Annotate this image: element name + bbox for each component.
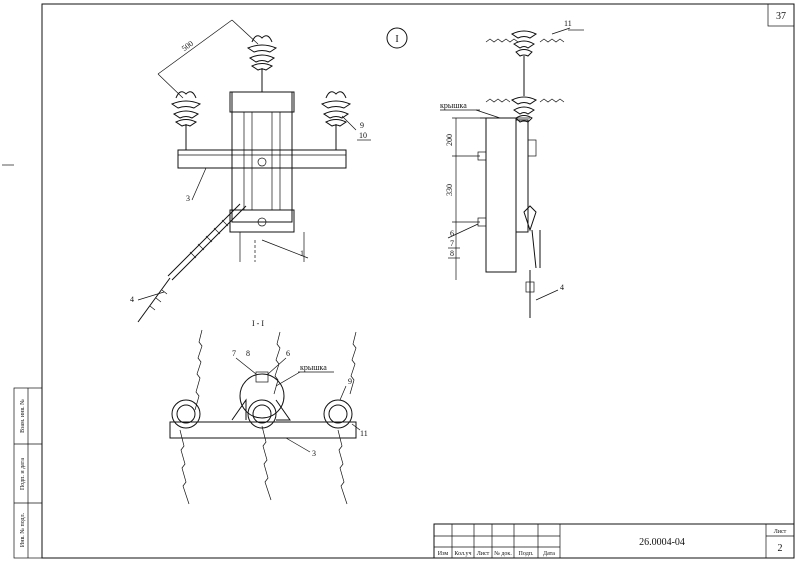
label-section-cap: крышка: [300, 363, 327, 372]
section-view: I - I 7 8 6 крышка 9 11 3: [169, 319, 368, 505]
side-stamp-label-sign: Подп. и дата: [20, 458, 26, 490]
document-code: 26.0004-04: [639, 537, 685, 548]
center-insulator: [246, 35, 278, 92]
dimension-span-label: 500: [180, 39, 195, 53]
callout-side-6: 6: [450, 229, 454, 238]
dimension-330-label: 330: [445, 184, 454, 196]
callout-9: 9: [360, 121, 364, 130]
crossarm: [177, 149, 347, 169]
callout-side-7: 7: [450, 239, 454, 248]
front-view: 500: [130, 19, 408, 323]
title-col-sheet: Лист: [477, 551, 490, 557]
arrester-assembly: [137, 203, 247, 323]
title-col-date: Дата: [543, 551, 555, 557]
section-title: I - I: [252, 319, 264, 328]
view-marker-label: I: [395, 34, 398, 45]
title-block: Изм Кол.уч Лист № док. Подп. Дата 26.000…: [433, 523, 795, 559]
page-number-box: [767, 3, 795, 27]
callout-4: 4: [130, 295, 134, 304]
side-stamp-label-replace: Взам. инв. №: [20, 399, 26, 433]
sheet-label: Лист: [774, 529, 787, 535]
callout-3: 3: [186, 194, 190, 203]
side-stamp-label-inventory: Инв. № подл.: [20, 512, 26, 547]
callout-section-11: 11: [360, 429, 368, 438]
dimension-line-span: [157, 19, 233, 75]
callout-section-9: 9: [348, 377, 352, 386]
section-pole: [239, 373, 285, 419]
title-col-change: Изм: [438, 551, 449, 557]
callout-1: 1: [300, 249, 304, 258]
callout-section-8: 8: [246, 349, 250, 358]
sheet-frame: [41, 3, 795, 559]
callout-side-4: 4: [560, 283, 564, 292]
side-view: 200 330 11 крышка 6 7 8 4: [440, 19, 584, 318]
callout-side-11: 11: [564, 19, 572, 28]
callout-section-6: 6: [286, 349, 290, 358]
pole-side: [485, 117, 517, 273]
sheet-number: 2: [778, 543, 783, 554]
left-insulator: [170, 91, 202, 150]
title-col-count: Кол.уч: [454, 551, 471, 557]
callout-10: 10: [359, 131, 367, 140]
title-col-sign: Подп.: [519, 551, 534, 557]
page-number: 37: [776, 11, 786, 22]
callout-section-3: 3: [312, 449, 316, 458]
view-marker-circle: [386, 27, 408, 49]
side-stamp: Взам. инв. № Подп. и дата Инв. № подл.: [13, 387, 43, 559]
callout-side-8: 8: [450, 249, 454, 258]
right-insulator: [320, 91, 352, 150]
callout-section-7: 7: [232, 349, 236, 358]
title-col-doc: № док.: [494, 551, 512, 557]
label-side-cap: крышка: [440, 101, 467, 110]
dimension-200-label: 200: [445, 134, 454, 146]
